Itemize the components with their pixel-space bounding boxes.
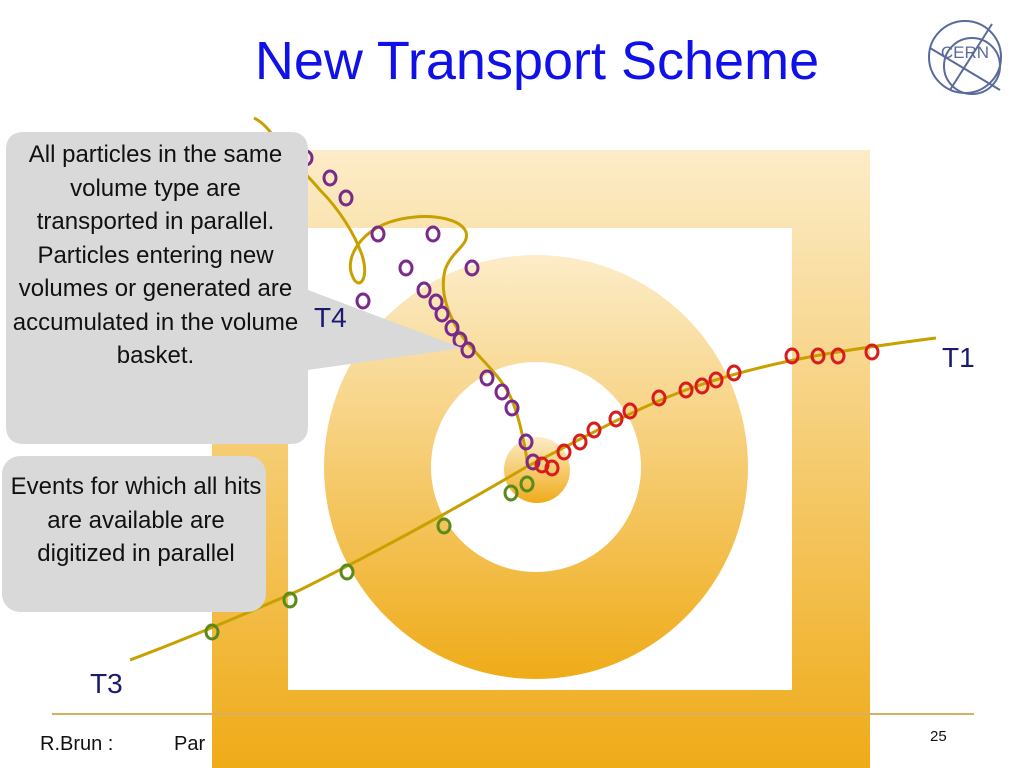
track-t4 — [253, 116, 530, 467]
track-label-t1: T1 — [942, 342, 975, 373]
callout-basket-bubble — [6, 132, 462, 444]
footer-talk-title: Par — [174, 733, 206, 755]
logo-text: CERN — [941, 43, 989, 62]
page-number: 25 — [930, 728, 947, 745]
track-t3 — [129, 464, 529, 662]
callout-digitize-bubble — [2, 456, 266, 612]
track-label-t3: T3 — [90, 668, 123, 699]
footer-author: R.Brun : — [40, 733, 114, 755]
cern-logo: CERN — [928, 20, 1002, 95]
slide-title: New Transport Scheme — [254, 31, 820, 91]
markers-red — [534, 343, 880, 477]
callout-basket: All particles in the same volume type ar… — [12, 141, 299, 369]
footer-divider — [52, 713, 974, 715]
markers-green — [204, 475, 535, 641]
track-label-t4: T4 — [314, 302, 347, 333]
callout-digitize: Events for which all hits are available … — [10, 473, 262, 567]
